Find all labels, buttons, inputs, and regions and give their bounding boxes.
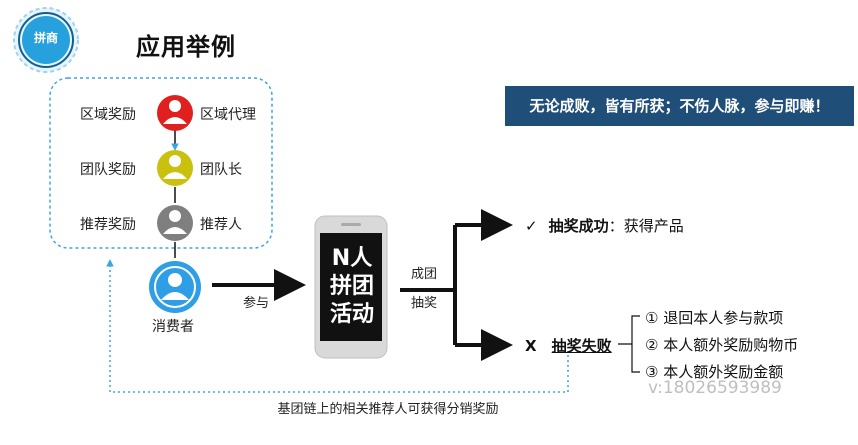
- reward-label-referral: 推荐奖励: [80, 217, 136, 233]
- fail-result: X 抽奖失败: [525, 335, 612, 356]
- join-label: 参与: [243, 296, 270, 311]
- phone-graphic: [314, 215, 388, 359]
- reward-return-path: [106, 259, 569, 393]
- consumer-label: 消费者: [152, 319, 194, 335]
- role-label-region-agent: 区域代理: [200, 107, 256, 123]
- watermark-text: v:18026593989: [648, 378, 782, 398]
- role-label-team-leader: 团队长: [200, 162, 242, 178]
- fail-title: 抽奖失败: [551, 337, 612, 355]
- phone-screen-text: N人 拼团 活动: [324, 245, 380, 329]
- cross-icon: X: [525, 337, 537, 355]
- logo-text: 拼商: [33, 31, 58, 45]
- page-title: 应用举例: [136, 33, 236, 61]
- phone-line-3: 活动: [329, 302, 374, 327]
- success-result: ✓ 抽奖成功：获得产品: [525, 215, 684, 236]
- success-desc: ：获得产品: [608, 217, 684, 235]
- person-icon-region-agent: [157, 95, 193, 131]
- options-bracket: [618, 315, 640, 373]
- reward-label-team: 团队奖励: [80, 162, 136, 178]
- footer-note: 基团链上的相关推荐人可获得分销奖励: [277, 402, 499, 417]
- reward-label-region: 区域奖励: [80, 107, 136, 123]
- person-icon-team-leader: [157, 150, 193, 186]
- person-icon-referrer: [157, 205, 193, 241]
- fail-option-refund: ① 退回本人参与款项: [645, 309, 784, 327]
- reward-chain-box: [49, 77, 273, 249]
- logo-badge: [13, 7, 79, 73]
- fail-option-coins: ② 本人额外奖励购物币: [645, 336, 799, 354]
- role-label-referrer: 推荐人: [200, 217, 242, 233]
- branch-label-lottery: 抽奖: [411, 296, 438, 311]
- phone-line-2: 拼团: [329, 274, 374, 299]
- phone-line-1: N人: [331, 246, 373, 271]
- check-icon: ✓: [525, 217, 538, 235]
- person-icon-consumer: [149, 261, 201, 313]
- branch-label-group: 成团: [411, 267, 438, 282]
- success-title: 抽奖成功: [548, 217, 609, 235]
- slogan-banner: 无论成败，皆有所获；不伤人脉，参与即赚！: [505, 86, 854, 126]
- fail-option-cash: ③ 本人额外奖励金额: [645, 363, 784, 381]
